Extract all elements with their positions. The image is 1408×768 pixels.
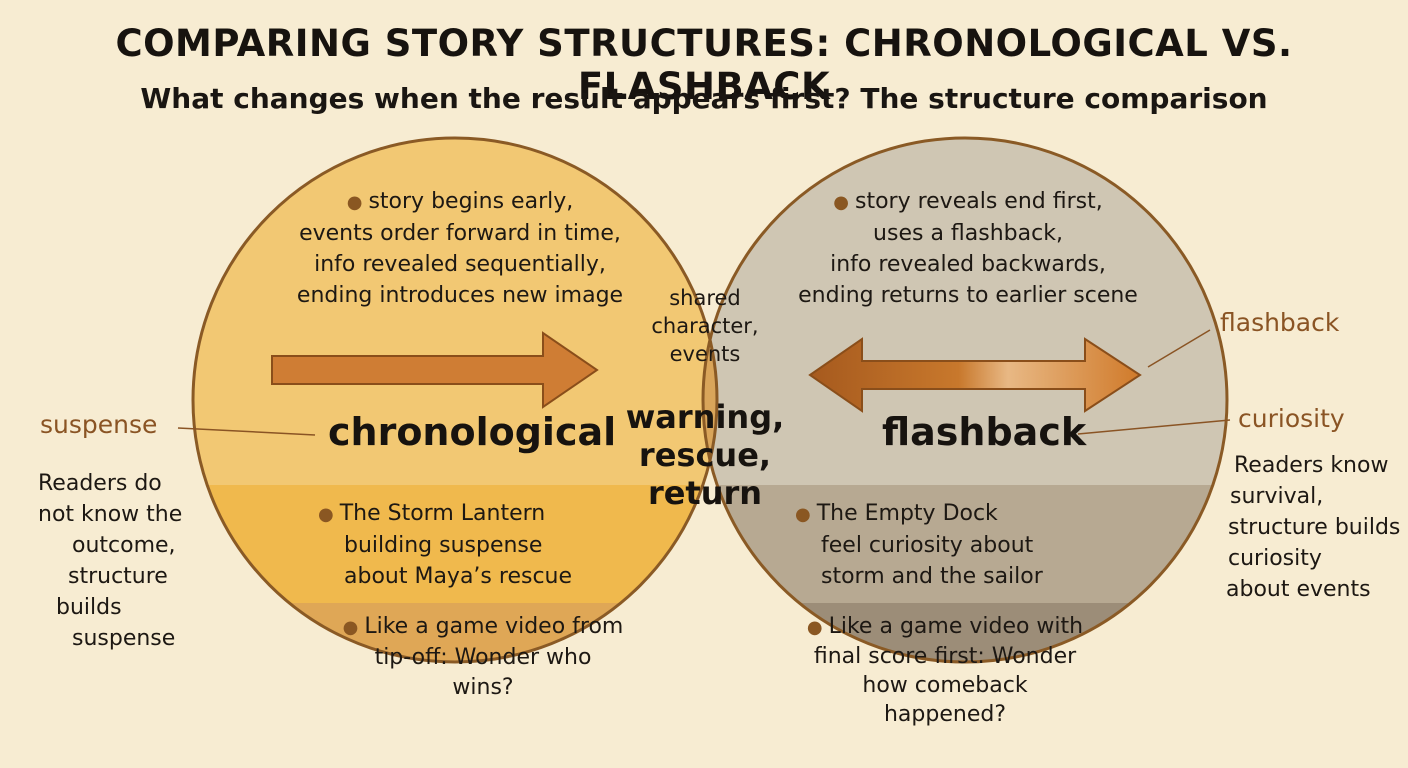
page-subtitle: What changes when the result appears fir… [140, 82, 1268, 115]
flashback-features: ●story reveals end first, uses a flashba… [798, 189, 1138, 308]
bullet-icon: ● [346, 192, 363, 213]
flashback-story-band [703, 485, 1227, 603]
bullet-icon: ● [806, 617, 823, 638]
flashback-story: ●The Empty Dock feel curiosity about sto… [795, 501, 1043, 589]
bullet-icon: ● [833, 192, 849, 213]
bullet-icon: ● [342, 617, 359, 638]
shared-events: warning, rescue, return [625, 398, 785, 512]
suspense-leader-line [177, 427, 316, 436]
curiosity-note: Readers know survival, structure builds … [1226, 453, 1401, 602]
flashback-double-arrow [808, 337, 1142, 413]
forward-arrow [271, 331, 599, 409]
chronological-outline [191, 136, 719, 664]
suspense-note: Readers do not know the outcome, structu… [38, 471, 183, 651]
flashback-arrow-label: flashback [1220, 308, 1340, 337]
chronological-features: ●story begins early, events order forwar… [296, 189, 624, 308]
flashback-leader-line [1147, 329, 1211, 368]
chronological-story: ●The Storm Lantern building suspense abo… [318, 501, 573, 589]
bullet-icon: ● [795, 504, 811, 525]
flashback-outline [701, 136, 1229, 664]
chronological-label: chronological [328, 410, 617, 454]
flashback-analogy: ●Like a game video with final score firs… [806, 614, 1084, 727]
flashback-label: flashback [882, 410, 1087, 454]
suspense-label: suspense [40, 410, 158, 439]
shared-elements: shared character, events [651, 286, 759, 366]
page-title: COMPARING STORY STRUCTURES: CHRONOLOGICA… [115, 22, 1293, 108]
bullet-icon: ● [318, 504, 334, 525]
curiosity-label: curiosity [1238, 404, 1345, 433]
curiosity-leader-line [1077, 419, 1231, 435]
chronological-analogy: ●Like a game video from tip-off: Wonder … [342, 614, 624, 700]
chronological-story-band [193, 485, 717, 603]
